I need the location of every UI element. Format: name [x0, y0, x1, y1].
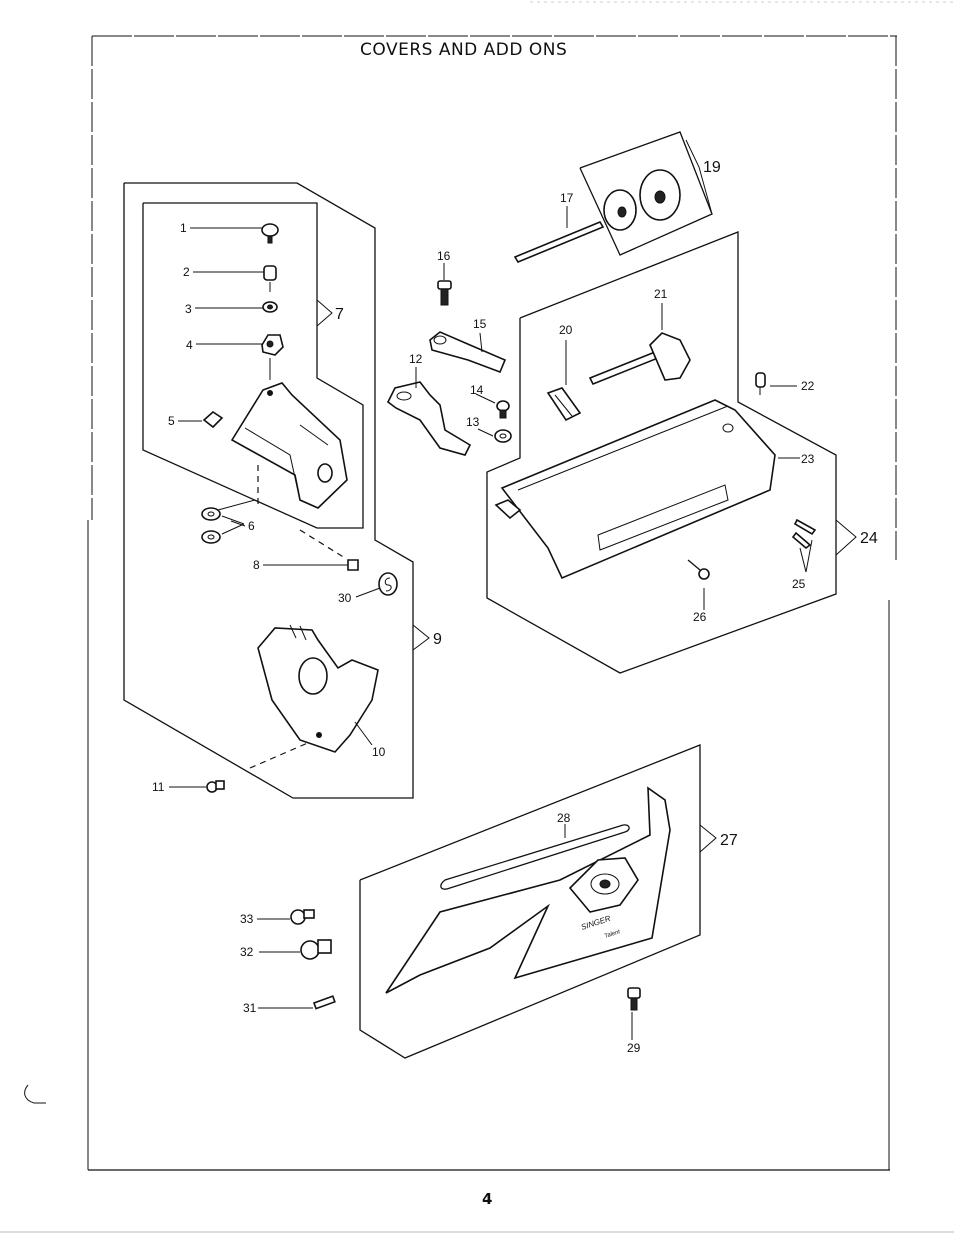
- top-bracket-part: [230, 382, 348, 509]
- spring-washers-part: [201, 507, 221, 544]
- callout-4: 4: [186, 338, 193, 352]
- rod-part-28: [440, 824, 630, 890]
- callout-6: 6: [248, 519, 255, 533]
- front-cover-part-27: SINGER Talent: [385, 786, 671, 994]
- callout-28: 28: [557, 811, 571, 825]
- pin-part-22: [755, 372, 766, 395]
- cover-model-marking: Talent: [604, 929, 622, 940]
- callout-29: 29: [627, 1041, 641, 1055]
- page-frame: [87, 35, 897, 1171]
- assembly-lines-left: [217, 465, 346, 769]
- right-group-outline: [486, 231, 837, 674]
- page-title: COVERS AND ADD ONS: [360, 40, 568, 60]
- spool-discs-part: [603, 169, 681, 231]
- pad-part: [202, 410, 224, 429]
- callout-22: 22: [801, 379, 815, 393]
- callout-16: 16: [437, 249, 451, 263]
- screw-part-11: [206, 780, 225, 793]
- callout-9: 9: [433, 631, 442, 648]
- callout-26: 26: [693, 610, 707, 624]
- callout-11: 11: [152, 780, 165, 794]
- plate-part-15: [429, 331, 507, 374]
- callout-8: 8: [253, 558, 260, 572]
- screw-part-29: [627, 987, 641, 1011]
- callout-25: 25: [792, 577, 806, 591]
- callout-33: 33: [240, 912, 254, 926]
- pin-part-32: [300, 939, 332, 960]
- group-brackets: [316, 139, 857, 853]
- spool-pin-part: [513, 220, 605, 264]
- callout-5: 5: [168, 414, 175, 428]
- callout-20: 20: [559, 323, 573, 337]
- s-clip-part: [378, 572, 398, 596]
- bracket-part-12: [386, 381, 472, 456]
- callout-24: 24: [860, 530, 878, 547]
- bottom-group-outline: [359, 744, 701, 1059]
- top-cover-part-23: [494, 399, 776, 580]
- callout-numbers: 1 2 3 4 5 6 7 8 9 10 11 12 13 14 15 16 1…: [152, 159, 878, 1055]
- scan-smudge: [24, 1084, 46, 1104]
- callout-3: 3: [185, 302, 192, 316]
- callout-19: 19: [703, 159, 721, 176]
- screw-part-14: [496, 400, 510, 419]
- callout-13: 13: [466, 415, 480, 429]
- callout-14: 14: [470, 383, 484, 397]
- screw-part-8: [344, 559, 359, 571]
- face-cover-part: [257, 624, 379, 753]
- nut-part: [261, 334, 284, 380]
- callout-1: 1: [180, 221, 187, 235]
- callout-10: 10: [372, 745, 386, 759]
- leader-lines: [169, 206, 813, 1040]
- screw-part-33: [290, 909, 315, 925]
- callout-32: 32: [240, 945, 254, 959]
- left-group-outline: [123, 182, 414, 799]
- callout-27: 27: [720, 832, 738, 849]
- bushing-part: [263, 265, 277, 292]
- screw-part-16: [437, 280, 452, 306]
- callout-12: 12: [409, 352, 423, 366]
- oil-cap-part: [261, 223, 279, 244]
- washer-part-13: [494, 429, 512, 443]
- callout-7: 7: [335, 306, 344, 323]
- callout-30: 30: [338, 591, 352, 605]
- stud-part-31: [312, 995, 336, 1010]
- page-number: 4: [482, 1190, 493, 1208]
- callout-23: 23: [801, 452, 815, 466]
- washer-part: [262, 301, 278, 313]
- thread-guide-part-21: [588, 332, 691, 386]
- wood-screws-part-25: [791, 518, 817, 550]
- callout-15: 15: [473, 317, 487, 331]
- bracket-part-20: [546, 387, 582, 422]
- callout-17: 17: [560, 191, 574, 205]
- callout-31: 31: [243, 1001, 257, 1015]
- callout-2: 2: [183, 265, 190, 279]
- screw-part-26: [687, 559, 710, 580]
- callout-21: 21: [654, 287, 668, 301]
